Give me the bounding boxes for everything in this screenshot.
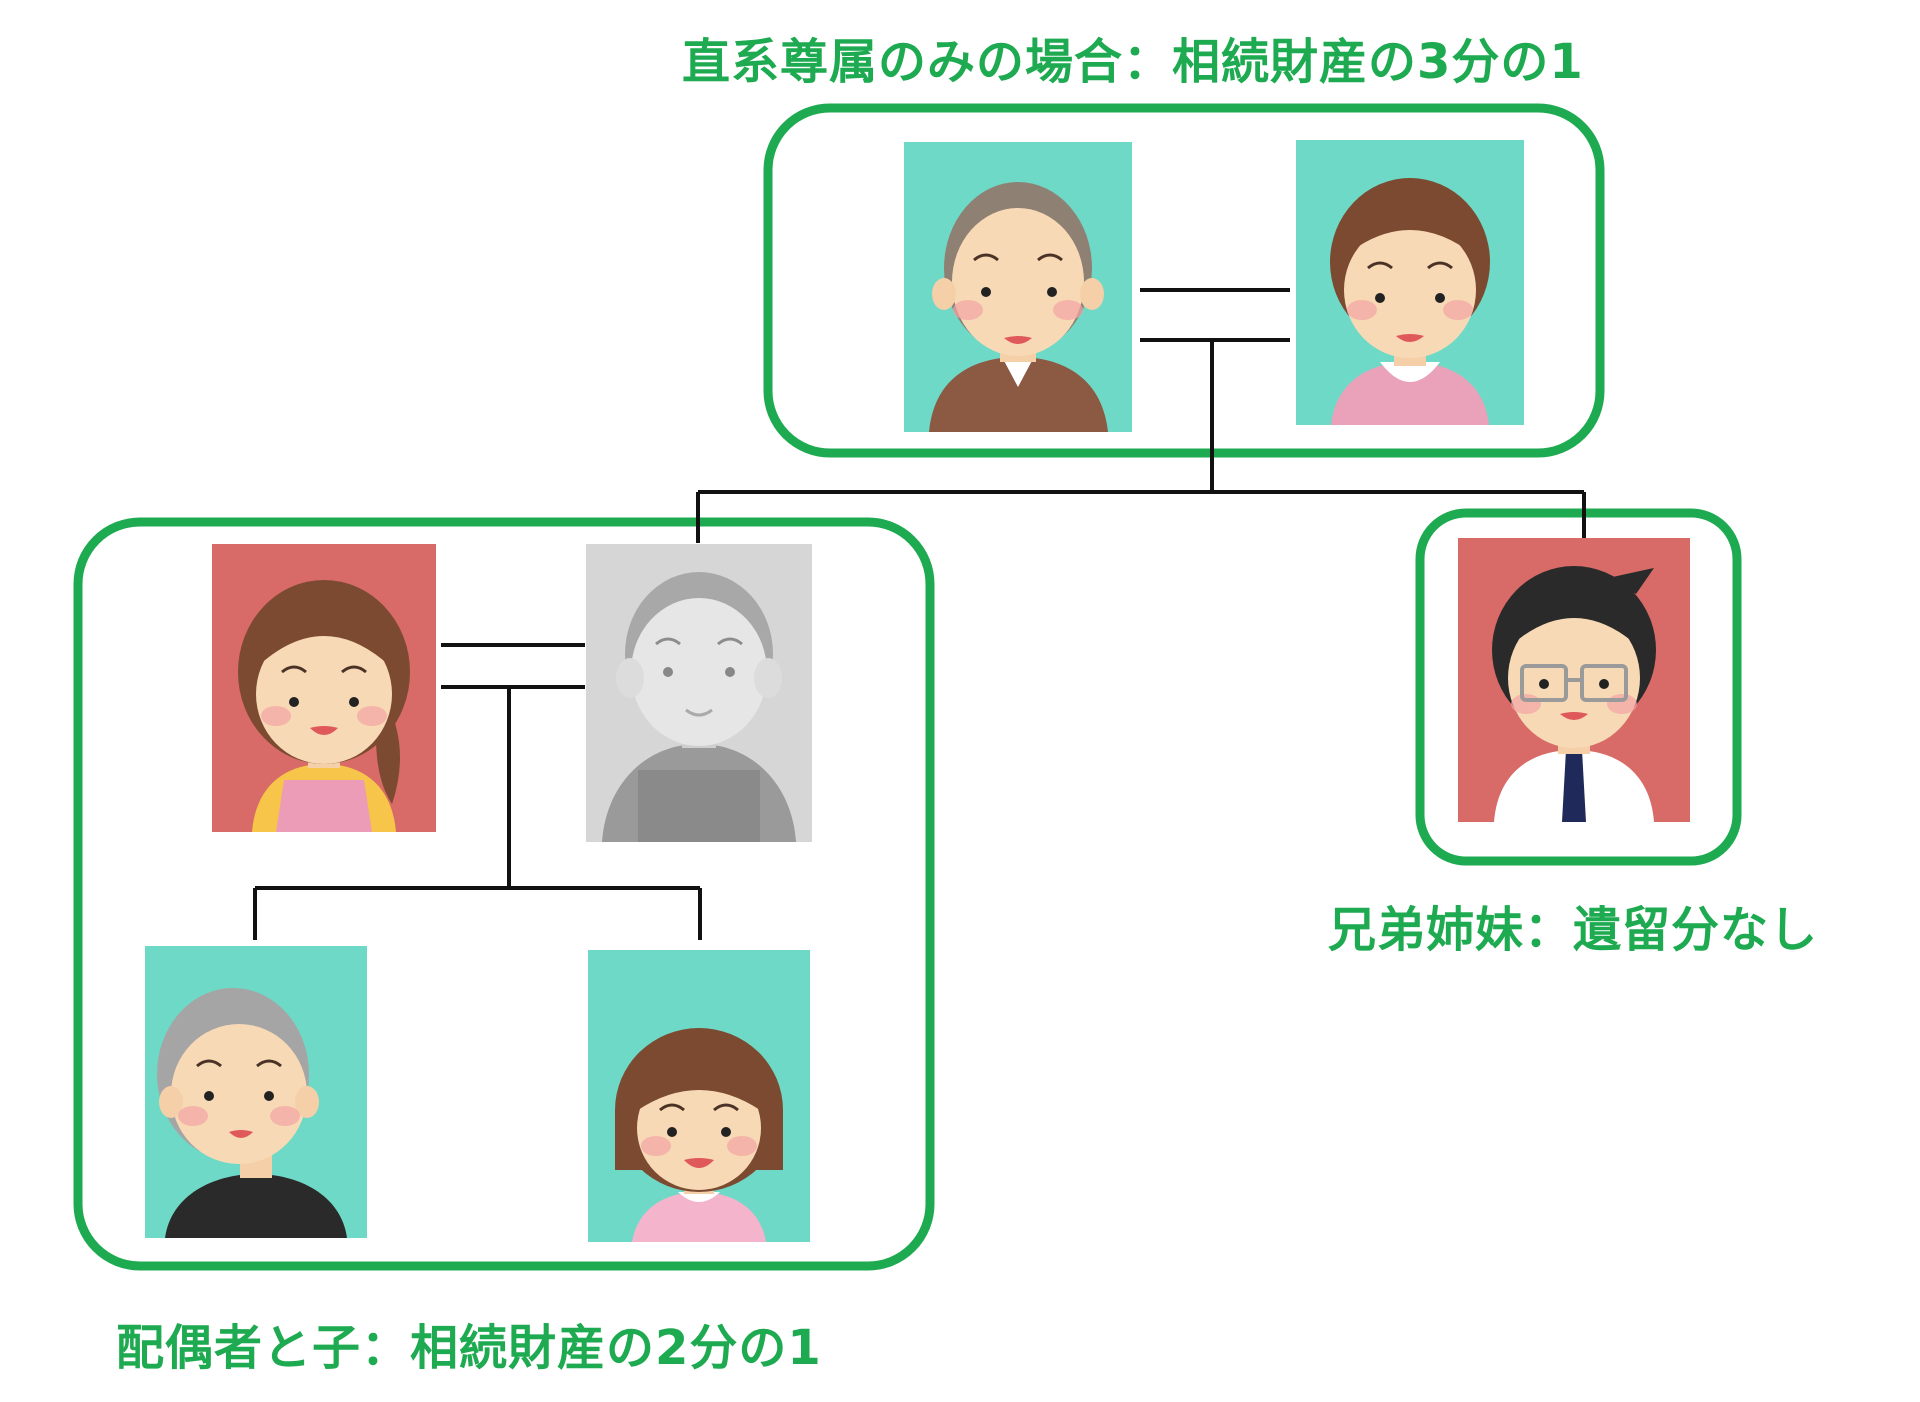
spouse-children-group-frame: [73, 517, 935, 1271]
spouse-children-caption: 配偶者と子：相続財産の2分の1: [116, 1320, 822, 1376]
elderly-man-icon: [904, 142, 1132, 432]
girl-icon: [588, 950, 810, 1242]
elderly-woman-icon: [1296, 140, 1524, 425]
ascendants-caption: 直系尊属のみの場合：相続財産の3分の1: [682, 34, 1584, 90]
siblings-caption: 兄弟姉妹：遺留分なし: [1328, 902, 1819, 958]
deceased-man-icon: [586, 544, 812, 842]
siblings-group-frame: [1415, 508, 1742, 866]
woman-apron-icon: [212, 544, 436, 832]
boy-icon: [145, 946, 367, 1238]
tree-connectors: [253, 288, 1586, 940]
man-glasses-tie-icon: [1458, 538, 1690, 822]
ascendants-group-frame: [763, 103, 1605, 458]
